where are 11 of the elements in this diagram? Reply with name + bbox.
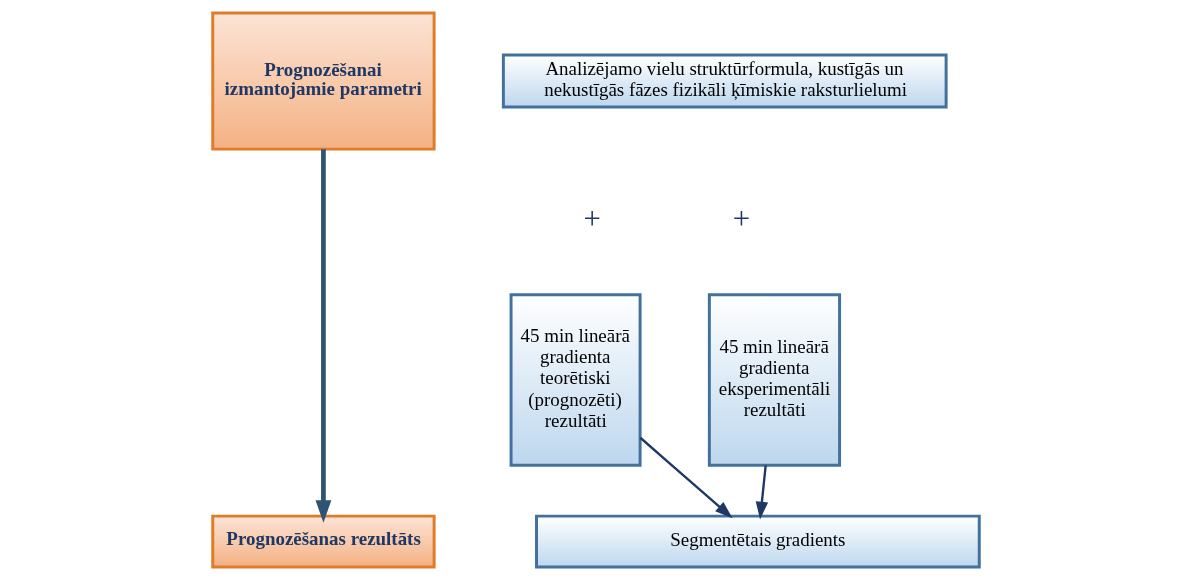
node-box: Prognozēšanas rezultāts	[210, 514, 436, 569]
label: +	[582, 202, 601, 237]
node-box: 45 min lineārā gradienta teorētiski (prognozēti) rezultāti	[509, 293, 642, 467]
arrow	[639, 436, 733, 519]
node-box: Segmentētais gradients	[534, 514, 981, 569]
arrow	[755, 465, 768, 520]
arrow	[315, 149, 331, 523]
node-box: Prognozēšanai izmantojamie parametri	[210, 11, 436, 151]
label: +	[732, 202, 750, 237]
node-box: 45 min lineārā gradienta eksperimentāli rezultāti	[707, 293, 841, 467]
node-box: Analizējamo vielu struktūrformula, kustīgās un nekustīgās fāzes fizikāli ķīmiskie raksturlielumi	[501, 53, 948, 109]
